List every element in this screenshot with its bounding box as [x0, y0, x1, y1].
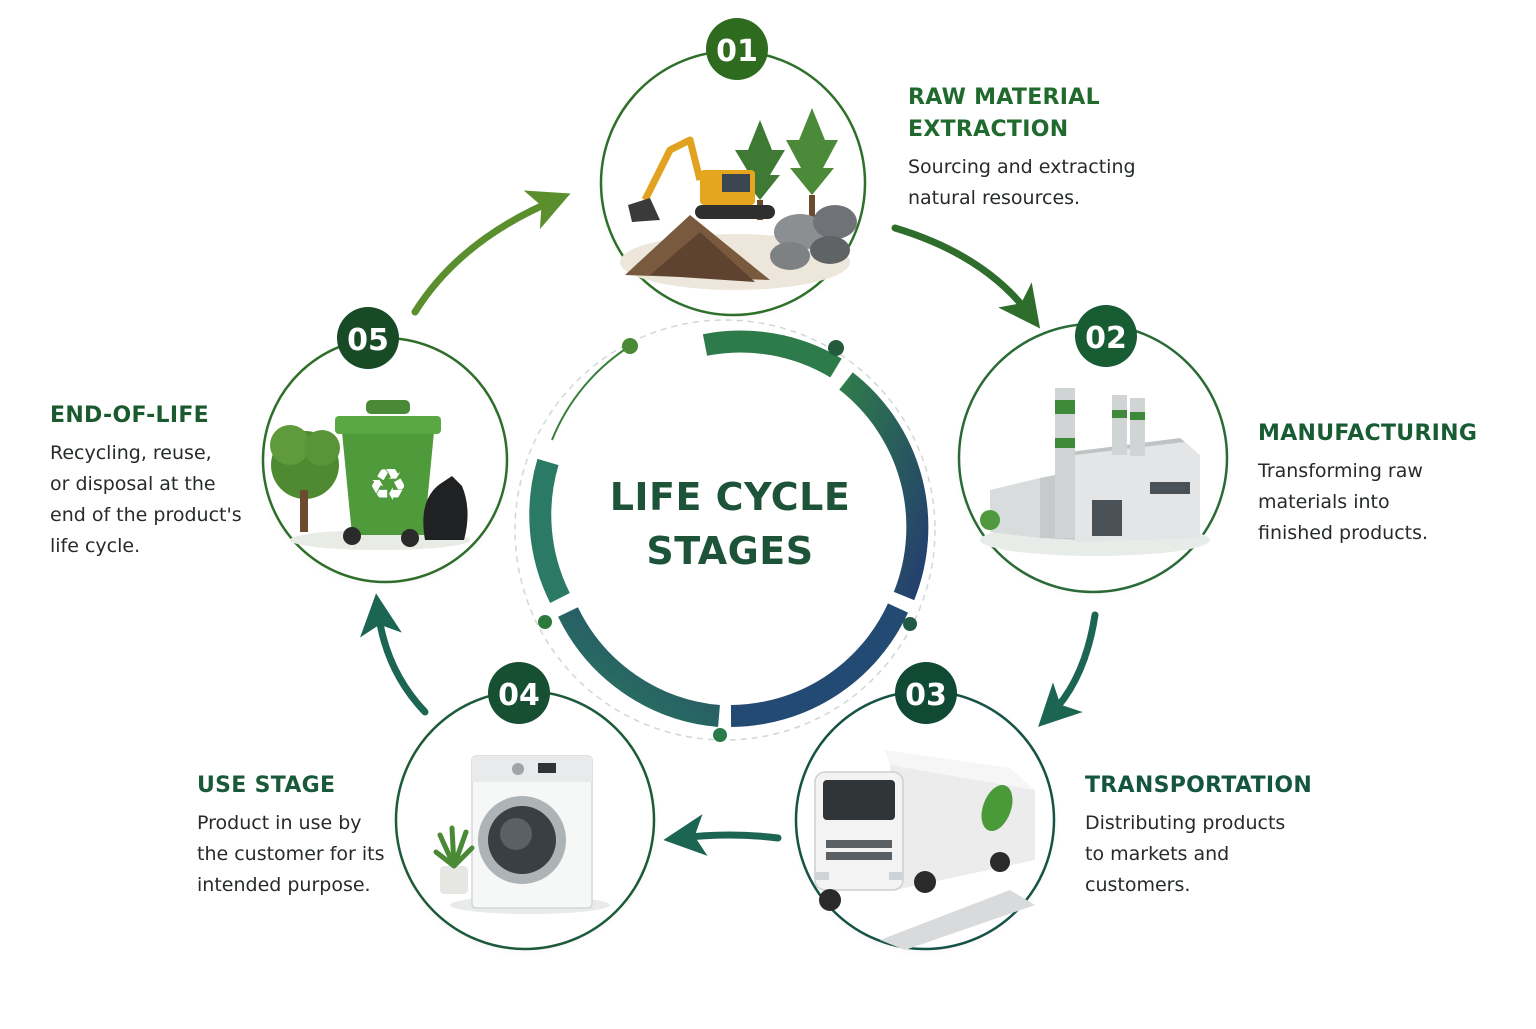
- stage-circle-03: 03: [790, 662, 1060, 957]
- stage-description: Transforming raw materials into finished…: [1258, 456, 1528, 549]
- truck-icon: [814, 750, 1035, 950]
- arrow-04-to-05: [360, 593, 429, 716]
- stage-description-line: Transforming raw: [1258, 460, 1423, 482]
- washing-machine-icon: [433, 755, 610, 914]
- stage-text-02: MANUFACTURING Transforming raw materials…: [1258, 418, 1528, 549]
- stage-description-line: customers.: [1085, 874, 1191, 896]
- stage-title-line: END-OF-LIFE: [50, 403, 209, 428]
- stage-description-line: intended purpose.: [197, 874, 371, 896]
- ring-dot: [713, 728, 727, 742]
- arrow-01-to-02: [891, 224, 1041, 329]
- arrow-05-to-01: [411, 190, 571, 316]
- recycling-bin-icon: ♻: [270, 400, 470, 550]
- stage-description-line: natural resources.: [908, 187, 1081, 209]
- stage-text-05: END-OF-LIFE Recycling, reuse, or disposa…: [50, 400, 260, 562]
- ring-dot: [622, 338, 638, 354]
- center-title-line: LIFE CYCLE: [609, 475, 851, 519]
- ring-dot: [538, 615, 552, 629]
- stage-number: 01: [716, 34, 758, 69]
- stage-circle-04: 04: [390, 662, 660, 957]
- stage-number-badge: [895, 662, 957, 724]
- stage-number-badge: [337, 307, 399, 369]
- stage-title-line: EXTRACTION: [908, 117, 1069, 142]
- stage-title: TRANSPORTATION: [1085, 770, 1365, 802]
- stage-title: RAW MATERIAL EXTRACTION: [908, 82, 1228, 146]
- stage-circle-02: 02: [953, 305, 1233, 600]
- excavator-trees-rocks-icon: [620, 108, 857, 290]
- stage-description: Recycling, reuse, or disposal at the end…: [50, 438, 260, 562]
- stage-circle-01: 01: [595, 18, 871, 323]
- stage-title: USE STAGE: [197, 770, 397, 802]
- stage-number-badge: [1075, 305, 1137, 367]
- ring-dot: [903, 617, 917, 631]
- stage-text-03: TRANSPORTATION Distributing products to …: [1085, 770, 1365, 901]
- stage-title-line: TRANSPORTATION: [1085, 773, 1313, 798]
- stage-description-line: to markets and: [1085, 843, 1230, 865]
- stage-description-line: or disposal at the: [50, 473, 216, 495]
- stage-description-line: materials into: [1258, 491, 1390, 513]
- stage-number: 05: [347, 323, 389, 358]
- stage-description-line: the customer for its: [197, 843, 385, 865]
- stage-title-line: RAW MATERIAL: [908, 85, 1100, 110]
- stage-description-line: Distributing products: [1085, 812, 1286, 834]
- stage-title-line: USE STAGE: [197, 773, 336, 798]
- stage-title-line: MANUFACTURING: [1258, 421, 1478, 446]
- stage-description-line: life cycle.: [50, 535, 141, 557]
- stage-description-line: Sourcing and extracting: [908, 156, 1136, 178]
- stage-description-line: Product in use by: [197, 812, 362, 834]
- arrow-02-to-03: [1038, 611, 1099, 727]
- stage-title: END-OF-LIFE: [50, 400, 260, 432]
- factory-icon: [980, 388, 1210, 556]
- stage-title: MANUFACTURING: [1258, 418, 1528, 450]
- stage-text-01: RAW MATERIAL EXTRACTION Sourcing and ext…: [908, 82, 1228, 214]
- center-title: LIFE CYCLE STAGES: [580, 470, 880, 578]
- center-ring: [514, 319, 936, 742]
- stage-number: 04: [498, 678, 540, 713]
- stage-description: Product in use by the customer for its i…: [197, 808, 397, 901]
- stage-description: Distributing products to markets and cus…: [1085, 808, 1365, 901]
- arrow-03-to-04: [663, 814, 782, 856]
- stage-number-badge: [706, 18, 768, 80]
- ring-dot: [828, 340, 844, 356]
- stage-number: 03: [905, 678, 947, 713]
- stage-description: Sourcing and extracting natural resource…: [908, 152, 1228, 214]
- stage-text-04: USE STAGE Product in use by the customer…: [197, 770, 397, 901]
- stage-circle-05: ♻ 05: [257, 307, 513, 590]
- stage-description-line: Recycling, reuse,: [50, 442, 212, 464]
- cycle-arrows: [360, 190, 1099, 856]
- stage-description-line: finished products.: [1258, 522, 1429, 544]
- stage-number-badge: [488, 662, 550, 724]
- stage-description-line: end of the product's: [50, 504, 242, 526]
- svg-text:♻: ♻: [368, 460, 407, 511]
- center-title-line: STAGES: [646, 529, 814, 573]
- stage-number: 02: [1085, 321, 1127, 356]
